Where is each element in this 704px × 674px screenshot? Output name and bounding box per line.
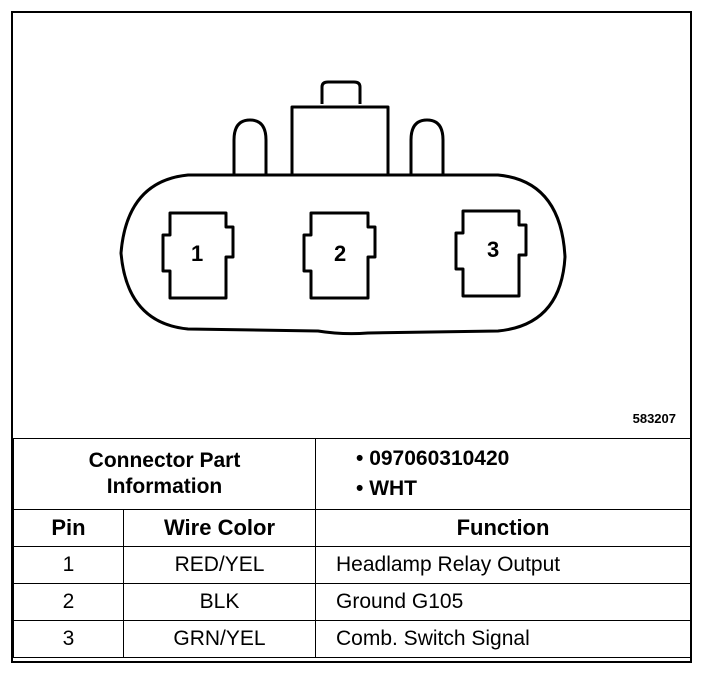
part-info-label-line1: Connector Part bbox=[88, 449, 241, 472]
cell-function: Headlamp Relay Output bbox=[315, 546, 691, 584]
cell-function: Comb. Switch Signal bbox=[315, 620, 691, 658]
figure-id: 583207 bbox=[632, 411, 676, 426]
part-info-values: 097060310420 WHT bbox=[315, 438, 691, 510]
cell-wire-color: BLK bbox=[123, 583, 316, 621]
pin-cavity-2 bbox=[302, 211, 377, 300]
header-function: Function bbox=[315, 509, 691, 547]
connector-body bbox=[119, 173, 567, 336]
table-row: 3 GRN/YEL Comb. Switch Signal bbox=[13, 620, 691, 658]
table-header-row: Pin Wire Color Function bbox=[13, 509, 691, 547]
cell-wire-color: GRN/YEL bbox=[123, 620, 316, 658]
diagram-frame: 1 2 3 583207 Connector Part Information … bbox=[11, 11, 692, 663]
pin-label-2: 2 bbox=[334, 241, 347, 266]
table-row: 1 RED/YEL Headlamp Relay Output bbox=[13, 546, 691, 584]
connector-table: Connector Part Information 097060310420 … bbox=[13, 438, 691, 658]
pin-label-1: 1 bbox=[191, 241, 204, 266]
part-info-label-line2: Information bbox=[106, 475, 223, 498]
part-info-row: Connector Part Information 097060310420 … bbox=[13, 438, 691, 510]
connector-left-post bbox=[232, 118, 268, 175]
connector-drawing bbox=[119, 80, 567, 336]
cell-wire-color: RED/YEL bbox=[123, 546, 316, 584]
part-info-label: Connector Part Information bbox=[13, 438, 316, 510]
connector-info: Connector Part Information 097060310420 … bbox=[13, 438, 691, 661]
table-row: 2 BLK Ground G105 bbox=[13, 583, 691, 621]
connector-color: WHT bbox=[356, 474, 690, 504]
pin-cavity-1 bbox=[161, 211, 235, 300]
cell-pin: 1 bbox=[13, 546, 124, 584]
header-pin: Pin bbox=[13, 509, 124, 547]
connector-latch bbox=[290, 105, 390, 175]
header-wire-color: Wire Color bbox=[123, 509, 316, 547]
part-number: 097060310420 bbox=[356, 444, 690, 474]
cell-function: Ground G105 bbox=[315, 583, 691, 621]
connector-top-tab bbox=[320, 80, 362, 104]
connector-diagram: 1 2 3 583207 bbox=[13, 13, 690, 438]
connector-right-post bbox=[409, 118, 445, 175]
pin-cavity-3 bbox=[454, 209, 528, 298]
pin-label-3: 3 bbox=[487, 237, 500, 262]
cell-pin: 3 bbox=[13, 620, 124, 658]
cell-pin: 2 bbox=[13, 583, 124, 621]
